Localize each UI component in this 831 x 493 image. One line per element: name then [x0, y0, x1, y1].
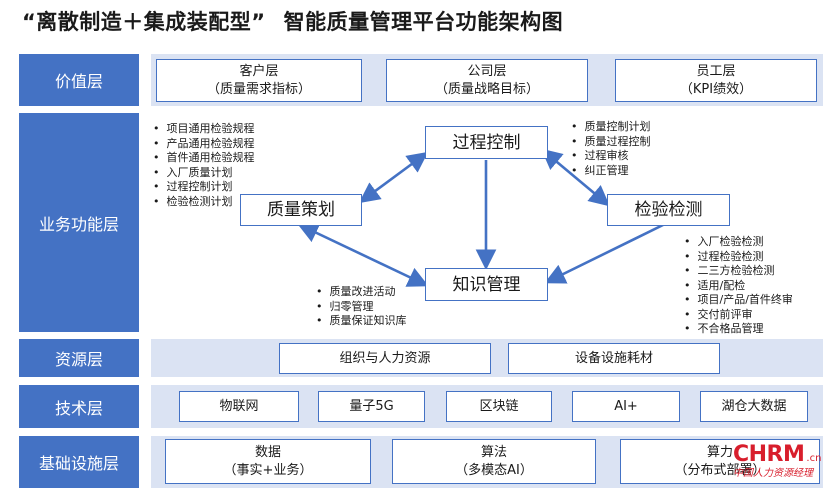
tech-box-lakehouse: 湖仓大数据	[700, 391, 808, 422]
list-item: 入厂质量计划	[153, 166, 255, 181]
list-item: 二三方检验检测	[684, 264, 793, 279]
watermark-logo-text: CHRM	[733, 442, 805, 467]
list-item: 质量保证知识库	[316, 314, 407, 329]
list-quality-planning: 项目通用检验规程 产品通用检验规程 首件通用检验规程 入厂质量计划 过程控制计划…	[153, 122, 255, 209]
list-item: 质量改进活动	[316, 285, 407, 300]
layer-label-business: 业务功能层	[19, 113, 139, 332]
value-box-employee-sub: （KPI绩效）	[679, 81, 753, 97]
tech-box-ai: AI+	[572, 391, 680, 422]
infra-box-algorithm-title: 算法	[480, 444, 507, 460]
infra-box-algorithm: 算法 （多模态AI）	[392, 439, 596, 484]
list-item: 质量控制计划	[571, 120, 651, 135]
infra-box-compute-title: 算力	[706, 444, 733, 460]
watermark-slogan: 中国人力资源经理	[733, 468, 813, 479]
value-box-employee-title: 员工层	[696, 63, 736, 79]
chrm-watermark-logo: CHRM.cn 中国人力资源经理	[733, 443, 825, 487]
tech-box-quantum-5g: 量子5G	[318, 391, 425, 422]
list-item: 归零管理	[316, 300, 407, 315]
tech-box-blockchain: 区块链	[446, 391, 552, 422]
list-item: 交付前评审	[684, 308, 793, 323]
list-item: 适用/配检	[684, 279, 793, 294]
list-item: 质量过程控制	[571, 135, 651, 150]
arrow-planning-knowledge	[297, 223, 429, 287]
layer-label-value: 价值层	[19, 54, 139, 106]
list-item: 过程检验检测	[684, 250, 793, 265]
list-item: 纠正管理	[571, 164, 651, 179]
value-box-employee: 员工层 （KPI绩效）	[615, 59, 817, 102]
list-item: 过程控制计划	[153, 180, 255, 195]
list-knowledge-management: 质量改进活动 归零管理 质量保证知识库	[316, 285, 407, 329]
resource-box-equipment: 设备设施耗材	[508, 343, 720, 374]
list-item: 检验检测计划	[153, 195, 255, 210]
infra-box-algorithm-sub: （多模态AI）	[455, 462, 533, 478]
arrow-planning-process	[358, 151, 429, 204]
list-inspection-testing: 入厂检验检测 过程检验检测 二三方检验检测 适用/配检 项目/产品/首件终审 交…	[684, 235, 793, 337]
value-box-customer-title: 客户层	[239, 63, 279, 79]
box-process-control: 过程控制	[425, 126, 548, 159]
value-box-company-sub: （质量战略目标）	[434, 81, 539, 97]
list-process-control: 质量控制计划 质量过程控制 过程审核 纠正管理	[571, 120, 651, 178]
infra-box-compute-sub: （分布式部署）	[674, 462, 766, 478]
list-item: 产品通用检验规程	[153, 137, 255, 152]
layer-label-tech: 技术层	[19, 385, 139, 428]
layer-label-resource: 资源层	[19, 339, 139, 377]
list-item: 入厂检验检测	[684, 235, 793, 250]
list-item: 项目通用检验规程	[153, 122, 255, 137]
title-part-2: 智能质量管理平台功能架构图	[283, 10, 564, 34]
infra-box-data-sub: （事实+业务）	[223, 462, 313, 478]
arrow-inspection-knowledge	[544, 222, 666, 284]
title-part-1: “离散制造＋集成装配型”	[22, 10, 266, 34]
page-title: “离散制造＋集成装配型” 智能质量管理平台功能架构图	[22, 6, 563, 36]
list-item: 不合格品管理	[684, 322, 793, 337]
list-item: 首件通用检验规程	[153, 151, 255, 166]
layer-label-infra: 基础设施层	[19, 436, 139, 488]
box-inspection-testing: 检验检测	[607, 194, 730, 226]
infra-box-data: 数据 （事实+业务）	[165, 439, 371, 484]
box-knowledge-management: 知识管理	[425, 268, 548, 301]
list-item: 过程审核	[571, 149, 651, 164]
infra-box-data-title: 数据	[254, 444, 281, 460]
value-box-company: 公司层 （质量战略目标）	[386, 59, 588, 102]
value-box-customer-sub: （质量需求指标）	[206, 81, 311, 97]
value-box-customer: 客户层 （质量需求指标）	[156, 59, 362, 102]
list-item: 项目/产品/首件终审	[684, 293, 793, 308]
watermark-domain: .cn	[806, 453, 822, 464]
resource-box-org-hr: 组织与人力资源	[279, 343, 491, 374]
infra-box-compute: 算力 （分布式部署）	[620, 439, 820, 484]
value-box-company-title: 公司层	[467, 63, 507, 79]
tech-box-iot: 物联网	[179, 391, 299, 422]
box-quality-planning: 质量策划	[240, 194, 362, 226]
